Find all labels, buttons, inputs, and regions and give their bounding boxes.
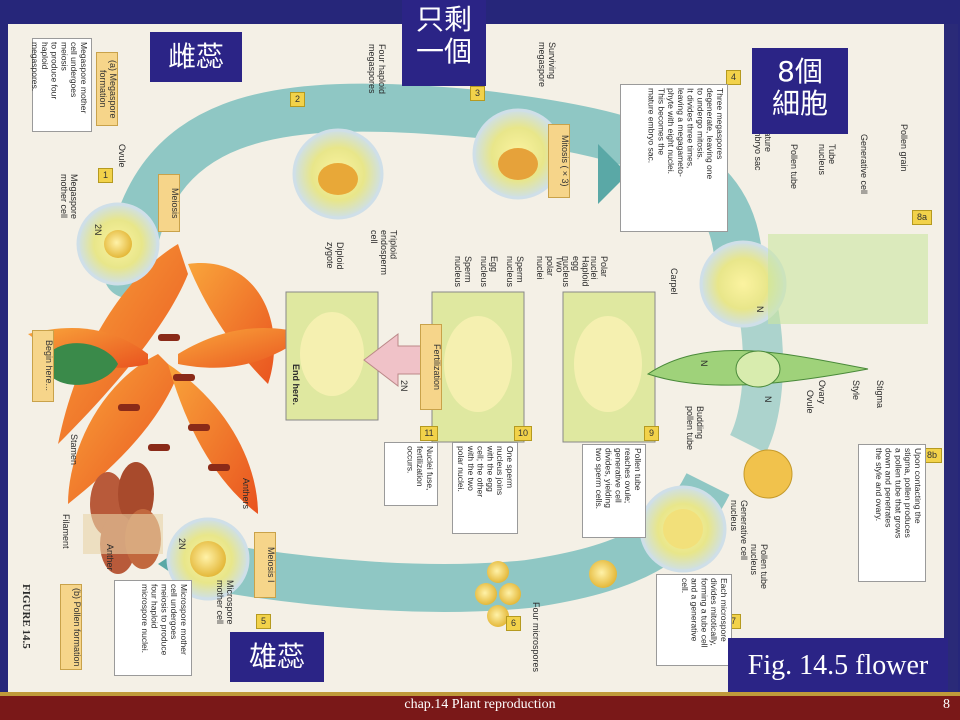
- step-9-description: Pollen tube reaches ovule; generative ce…: [582, 444, 646, 538]
- step-9: 9: [644, 426, 659, 441]
- carpel-label: Carpel: [668, 268, 679, 295]
- polar-nuclei-label: Polar nuclei: [588, 256, 609, 280]
- meiosis-i-label: Meiosis I: [254, 532, 276, 598]
- triploid-label: Triploid endosperm cell: [368, 230, 399, 276]
- fertilization-label: Fertilization: [420, 324, 442, 410]
- mitosis-label: Mitosis (×3): [548, 124, 570, 198]
- ploidy-2n-a: 2N: [92, 224, 103, 236]
- step-10: 10: [514, 426, 532, 441]
- four-microspores-label: Four microspores: [530, 602, 541, 673]
- page-edge: [944, 24, 958, 696]
- step-11-description: Nuclei fuse, fertilization occurs.: [384, 442, 438, 506]
- eight-cells-label: 8個 細胞: [752, 48, 848, 134]
- step-1: 1: [98, 168, 113, 183]
- mature-embryo-sac-label: Mature embryo sac: [752, 124, 773, 171]
- footer-divider: [0, 692, 960, 696]
- pollen-formation-label: (b) Pollen formation: [60, 584, 82, 670]
- microspore-mother-label: Microspore mother cell: [214, 580, 235, 625]
- sperm-nucleus-label-2: Sperm nucleus: [452, 256, 473, 288]
- page-number: 8: [943, 697, 950, 712]
- anther-label: Anther: [104, 544, 115, 571]
- egg-nucleus-label: Egg nucleus: [478, 256, 499, 288]
- footer-bar: [0, 696, 960, 720]
- budding-pollen: [743, 449, 793, 499]
- step-7-description: Each microspore divides mitotically, for…: [656, 574, 732, 666]
- step-6: 6: [506, 616, 521, 631]
- footer-title: chap.14 Plant reproduction: [404, 697, 556, 712]
- step-4: 4: [726, 70, 741, 85]
- anther-cross-section: [83, 462, 163, 574]
- pollen-grain-panel: [768, 234, 928, 324]
- megaspore-mother-label: Megaspore mother cell: [58, 174, 79, 220]
- step-3-description: Three megaspores degenerate, leaving one…: [620, 84, 728, 232]
- megaspore-formation-label: (a) Megaspore formation: [96, 52, 118, 126]
- budding-tube-label: Budding pollen tube: [684, 406, 705, 451]
- pollen-tube-label: Pollen tube: [788, 144, 799, 190]
- textbook-figure: FIGURE 14.5 Megaspore mother cell underg…: [8, 24, 958, 696]
- petal-6: [178, 328, 308, 368]
- generative-cell-label-2: Generative cell nucleus: [728, 500, 749, 561]
- step-11: 11: [420, 426, 438, 441]
- male-stamen-label: 雄蕊: [230, 632, 324, 682]
- four-microspores: [475, 560, 617, 627]
- pollen-grain-label: Pollen grain: [898, 124, 909, 172]
- begin-here-label[interactable]: Begin here...: [32, 330, 54, 402]
- megaspore-mother-desc: Megaspore mother cell undergoes meiosis …: [30, 38, 92, 132]
- step-8b-description: Upon contacting the stigma, pollen produ…: [858, 444, 926, 582]
- end-here-label: End here.: [290, 364, 301, 406]
- filament-label: Filament: [60, 514, 71, 549]
- only-one-left-label: 只剩 一個: [402, 0, 486, 86]
- tube-nucleus-label: Tube nucleus: [816, 144, 837, 176]
- ovule-label: Ovule: [116, 144, 127, 168]
- sperm-nucleus-label: Sperm nucleus: [504, 256, 525, 288]
- stamen-label: Stamen: [68, 434, 79, 466]
- figure-title: Fig. 14.5 flower: [728, 638, 948, 694]
- step-8a: 8a: [912, 210, 932, 225]
- step-10-description: One sperm nucleus joins with the egg cel…: [452, 442, 518, 534]
- pistil: [48, 343, 118, 385]
- ploidy-n-3: N: [762, 396, 773, 403]
- pollen-tube-nucleus-label: Pollen tube nucleus: [748, 544, 769, 590]
- arrow-head-1: [598, 144, 628, 204]
- four-haploid-label: Four haploid megaspores: [366, 44, 387, 95]
- ovary-ovule-label: Ovary: [816, 380, 827, 405]
- ploidy-2n-b: 2N: [398, 380, 409, 392]
- ploidy-n-2: N: [698, 360, 709, 367]
- petal-3: [68, 354, 178, 504]
- meiosis-label: Meiosis: [158, 174, 180, 232]
- petal-4: [168, 364, 258, 514]
- haploid-egg-label: Haploid egg nucleus: [560, 256, 591, 288]
- two-polar-label: Two polar nuclei: [534, 256, 565, 280]
- surviving-label: Surviving megaspore: [536, 42, 557, 88]
- step-5: 5: [256, 614, 271, 629]
- anthers-label: Anthers: [240, 478, 251, 510]
- ploidy-2n-c: 2N: [176, 538, 187, 550]
- microspore-mother-desc: Microspore mother cell undergoes meiosis…: [114, 580, 192, 676]
- generative-cell-label: Generative cell: [858, 134, 869, 195]
- style-label: Style: [850, 380, 861, 401]
- female-pistil-label: 雌蕊: [150, 32, 242, 82]
- step-2: 2: [290, 92, 305, 107]
- anthers-on-flower: [118, 334, 230, 471]
- ploidy-n-1: N: [754, 306, 765, 313]
- stigma-label: Stigma: [874, 380, 885, 409]
- ovule-label-2: Ovule: [804, 390, 815, 414]
- step-3: 3: [470, 86, 485, 101]
- figure-number-bottom: FIGURE 14.5: [20, 584, 33, 649]
- diploid-label: Diploid zygote: [324, 242, 345, 270]
